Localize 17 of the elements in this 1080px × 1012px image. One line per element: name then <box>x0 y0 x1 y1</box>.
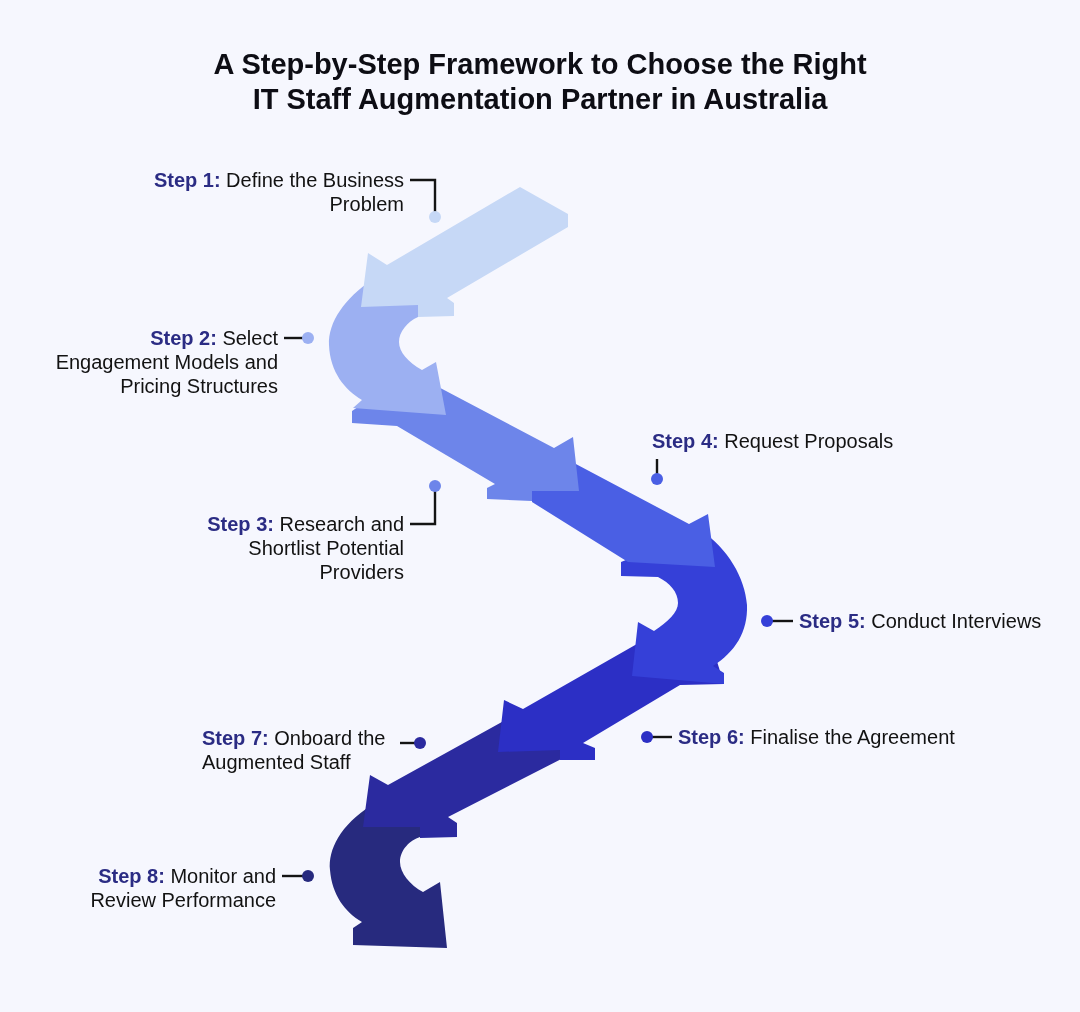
step-label: Step 8: Monitor and Review Performance <box>66 864 276 912</box>
step-label: Step 5: Conduct Interviews <box>799 609 1042 633</box>
step-label: Step 3: Research and Shortlist Potential Providers <box>184 512 404 584</box>
leader-line <box>282 870 314 882</box>
leader-line <box>410 480 441 526</box>
leader-line <box>761 615 793 627</box>
step-label: Step 2: Select Engagement Models and Pricing Structures <box>46 326 278 398</box>
step-label: Step 4: Request Proposals <box>652 429 894 453</box>
step-label: Step 6: Finalise the Agreement <box>678 725 955 749</box>
title: A Step-by-Step Framework to Choose the Right IT Staff Augmentation Partner in Australia <box>212 47 868 117</box>
leader-line <box>641 731 672 743</box>
leader-line <box>400 737 426 749</box>
leader-line <box>651 459 663 485</box>
step-label: Step 7: Onboard the Augmented Staff <box>202 726 394 774</box>
leader-line <box>410 178 441 223</box>
step-label: Step 1: Define the Business Problem <box>119 168 404 216</box>
leader-line <box>284 332 314 344</box>
